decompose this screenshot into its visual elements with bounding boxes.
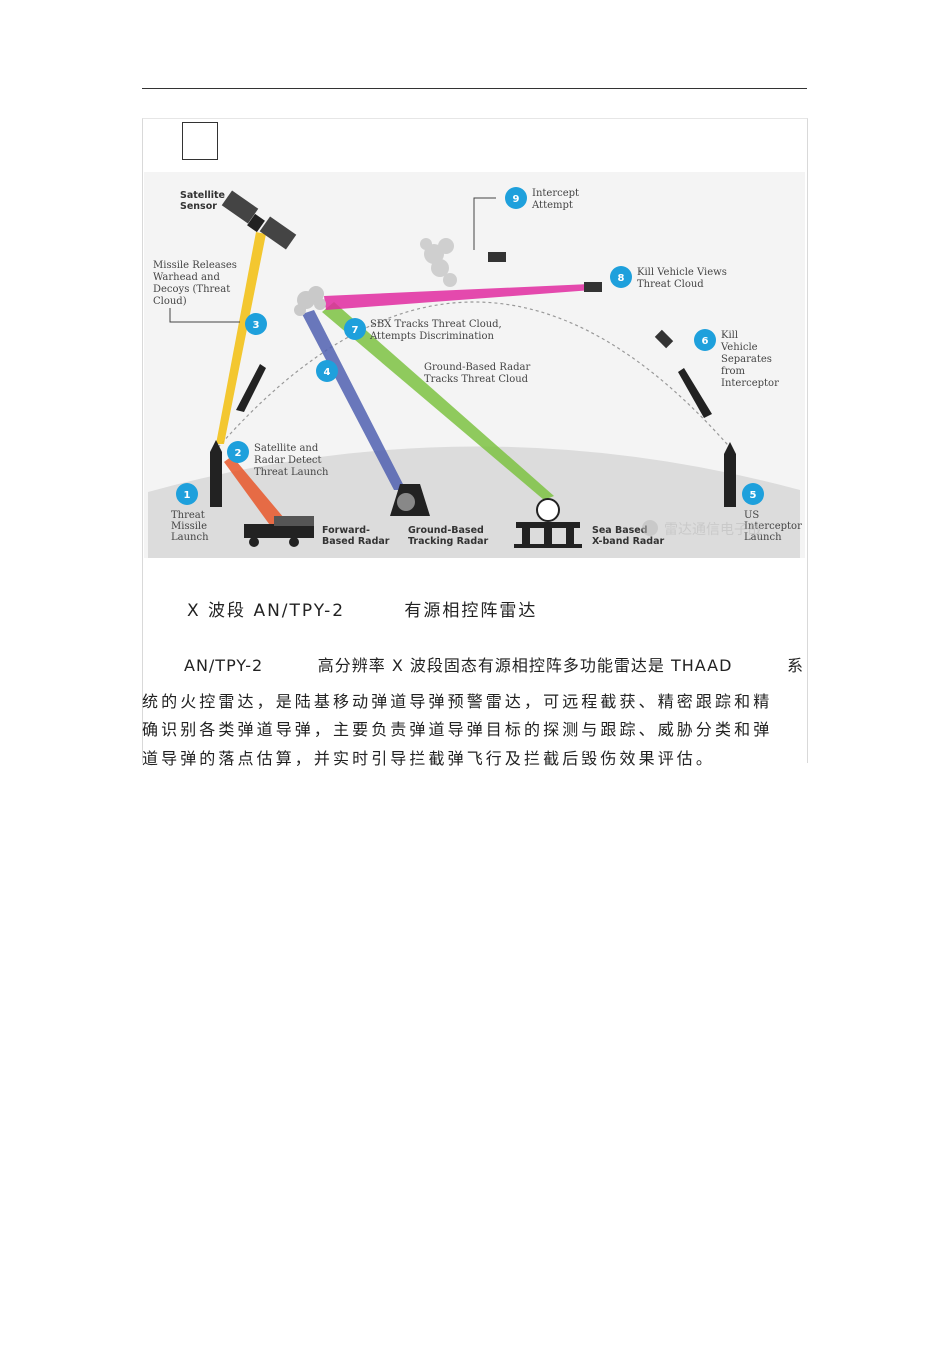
paragraph-line-3: 确识别各类弹道导弹，主要负责弹道导弹目标的探测与跟踪、威胁分类和弹 xyxy=(142,720,773,739)
kill-vehicle-icon xyxy=(488,252,506,262)
step7-label: SBX Tracks Threat Cloud,Attempts Discrim… xyxy=(369,319,502,342)
trajectory-arc xyxy=(213,301,735,453)
missile-stage-icon xyxy=(236,364,266,412)
threat-missile-icon xyxy=(210,440,222,507)
forward-radar-beam xyxy=(224,456,289,528)
paragraph-line-4: 道导弹的落点估算，并实时引导拦截弹飞行及拦截后毁伤效果评估。 xyxy=(142,748,716,768)
figure-caption: X 波段 AN/TPY-2 有源相控阵雷达 xyxy=(187,596,537,621)
kill-vehicle-beam xyxy=(324,284,592,310)
watermark-text: 雷达通信电子战 xyxy=(664,522,762,538)
sea-radar-beam xyxy=(322,302,554,500)
body-paragraph: AN/TPY-2 高分辨率 X 波段固态有源相控阵多功能雷达是 THAAD 系 … xyxy=(142,652,804,773)
interceptor-missile-icon xyxy=(724,442,736,507)
step-circle: 6 xyxy=(694,329,716,351)
content-frame xyxy=(142,118,808,763)
step-circle: 3 xyxy=(245,313,267,335)
satellite-icon xyxy=(221,190,297,250)
step-circle: 2 xyxy=(227,441,249,463)
paragraph-line-1: AN/TPY-2 高分辨率 X 波段固态有源相控阵多功能雷达是 THAAD 系 xyxy=(142,652,804,681)
step-circle: 5 xyxy=(742,483,764,505)
checkbox[interactable] xyxy=(182,122,218,160)
satellite-beam xyxy=(216,232,266,444)
paragraph-fragment: 高分辨率 X 波段固态有源相控阵多功能雷达是 THAAD xyxy=(317,656,733,675)
pointer-arrow xyxy=(169,308,240,323)
kill-vehicle-icon xyxy=(584,282,602,292)
step-number: 7 xyxy=(352,325,359,336)
ground-radar-icon xyxy=(390,484,430,516)
threat-cloud-icon xyxy=(294,286,326,316)
step-number: 4 xyxy=(324,367,331,378)
step-circle: 7 xyxy=(344,318,366,340)
step-number: 3 xyxy=(253,320,260,331)
paragraph-line-2: 统的火控雷达，是陆基移动弹道导弹预警雷达，可远程截获、精密跟踪和精 xyxy=(142,691,773,711)
step-number: 6 xyxy=(702,336,709,347)
step-circle: 1 xyxy=(176,483,198,505)
caption-part1: X 波段 AN/TPY-2 xyxy=(187,601,346,621)
sea-radar-icon xyxy=(514,498,582,548)
forward-radar-label: Forward-Based Radar xyxy=(322,525,390,547)
step-circle: 4 xyxy=(316,360,338,382)
paragraph-fragment: AN/TPY-2 xyxy=(184,656,264,675)
caption-part2: 有源相控阵雷达 xyxy=(404,601,538,621)
step-circle: 8 xyxy=(610,266,632,288)
step-number: 1 xyxy=(184,490,191,501)
step-number: 2 xyxy=(235,448,242,459)
forward-radar-truck-icon xyxy=(244,516,314,547)
top-rule xyxy=(142,88,807,89)
pointer-arrow xyxy=(473,197,496,250)
kill-vehicle-stage-icon xyxy=(678,368,712,418)
wechat-icon xyxy=(642,520,658,536)
threat-cloud-icon xyxy=(420,238,457,287)
kill-vehicle-icon xyxy=(654,329,674,349)
paragraph-fragment: 系 xyxy=(786,656,804,675)
step-number: 5 xyxy=(750,490,757,501)
step-number: 8 xyxy=(618,273,625,284)
watermark: 雷达通信电子战 xyxy=(642,520,762,538)
ground-radar-beam xyxy=(302,310,406,490)
step-circle: 9 xyxy=(505,187,527,209)
step-number: 9 xyxy=(513,194,520,205)
